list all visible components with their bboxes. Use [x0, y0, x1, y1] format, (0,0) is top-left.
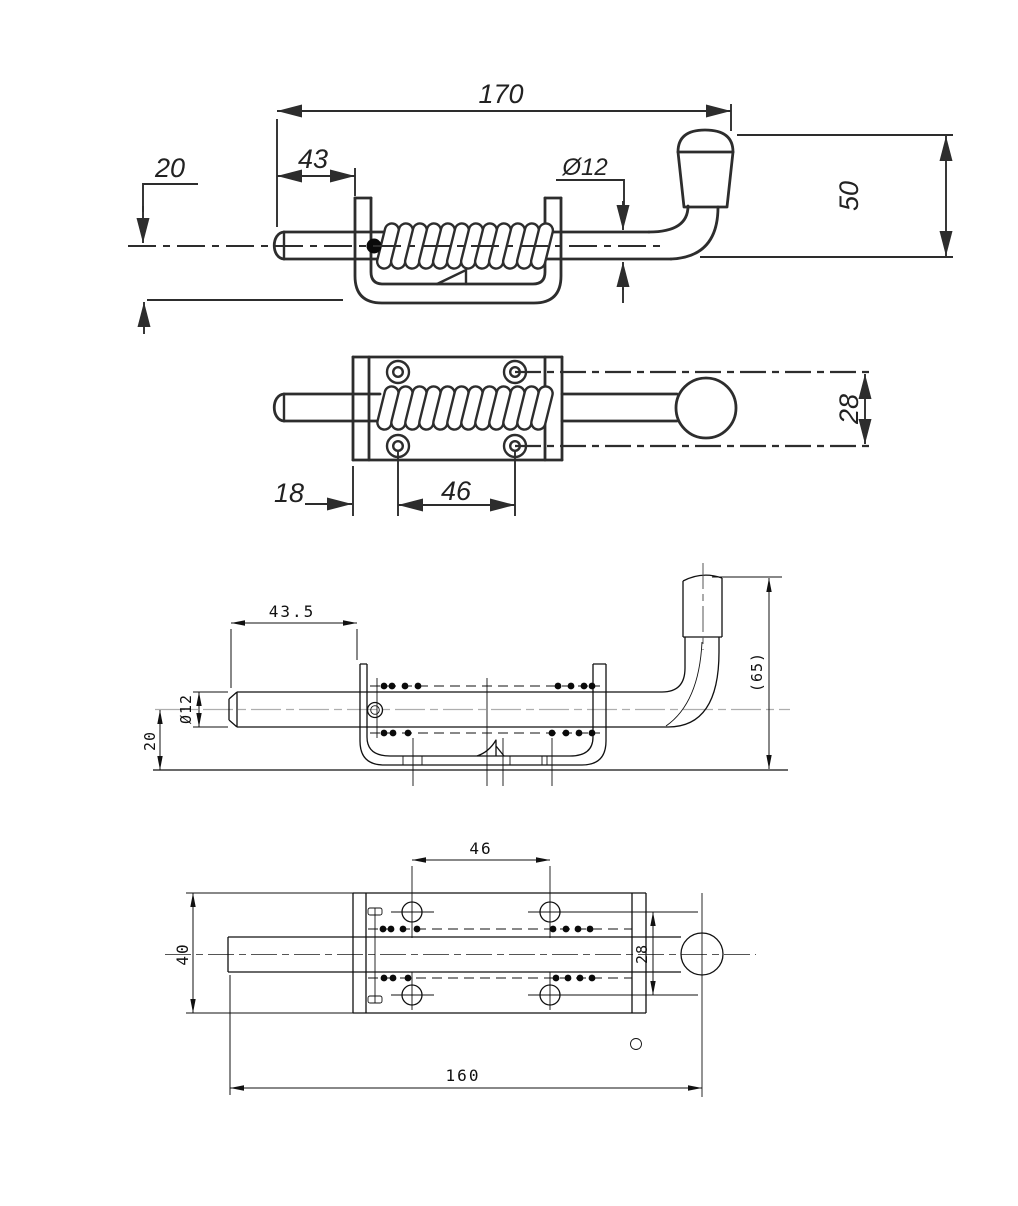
bolt-part-top [272, 355, 738, 462]
spring-section-dots-top [368, 925, 632, 982]
dim-handle-height-cad-label: (65) [748, 652, 766, 692]
latch-notch-mark-cad [476, 739, 505, 757]
dimensions-side-sketch: 170 43 20 Ø12 50 [136, 79, 953, 334]
small-reference-circle [630, 1038, 642, 1050]
view-side-cad: 43.5 Ø12 20 (65) [141, 563, 790, 786]
spring-section-dots-side [370, 682, 600, 737]
view-side-sketch: 170 43 20 Ø12 50 [128, 79, 953, 334]
knob-circle [674, 376, 738, 440]
view-top-sketch: 28 18 46 [272, 355, 872, 516]
dim-hole-spacing-cad-label: 46 [469, 839, 492, 858]
dim-tip-length-label: 18 [274, 478, 304, 508]
mounting-holes-cad [391, 866, 698, 1010]
dim-overall-length-cad-label: 160 [446, 1066, 481, 1085]
dim-shaft-diameter-label: Ø12 [561, 154, 607, 181]
bolt-part-top-cad [227, 866, 724, 1097]
dim-center-height-cad-label: 20 [141, 731, 159, 751]
spring-coil-group-top [376, 385, 554, 431]
dim-shaft-center-spacing-label: 28 [633, 944, 651, 964]
dim-tip-to-bracket-label: 43 [298, 144, 328, 174]
dim-overall-length-label: 170 [478, 79, 523, 109]
dim-body-width-label: 40 [173, 942, 192, 965]
dim-handle-height-label: 50 [834, 181, 864, 211]
latch-notch-mark [435, 268, 468, 286]
dimensions-side-cad: 43.5 Ø12 20 (65) [141, 576, 782, 770]
dimensions-top-sketch: 28 18 46 [274, 374, 872, 516]
dim-plate-width-label: 28 [834, 394, 864, 425]
dimensions-top-cad: 46 40 28 160 [173, 839, 702, 1095]
bolt-part-side-cad [153, 563, 788, 786]
dim-shaft-diameter-cad-label: Ø12 [177, 694, 195, 724]
view-top-cad: 46 40 28 160 [165, 839, 756, 1097]
knob-dome [676, 128, 735, 154]
bolt-part-side [272, 128, 735, 305]
dim-tip-to-bracket-cad-label: 43.5 [269, 602, 316, 621]
dim-bolt-drop-label: 20 [154, 153, 185, 183]
dim-hole-spacing-label: 46 [441, 476, 472, 506]
